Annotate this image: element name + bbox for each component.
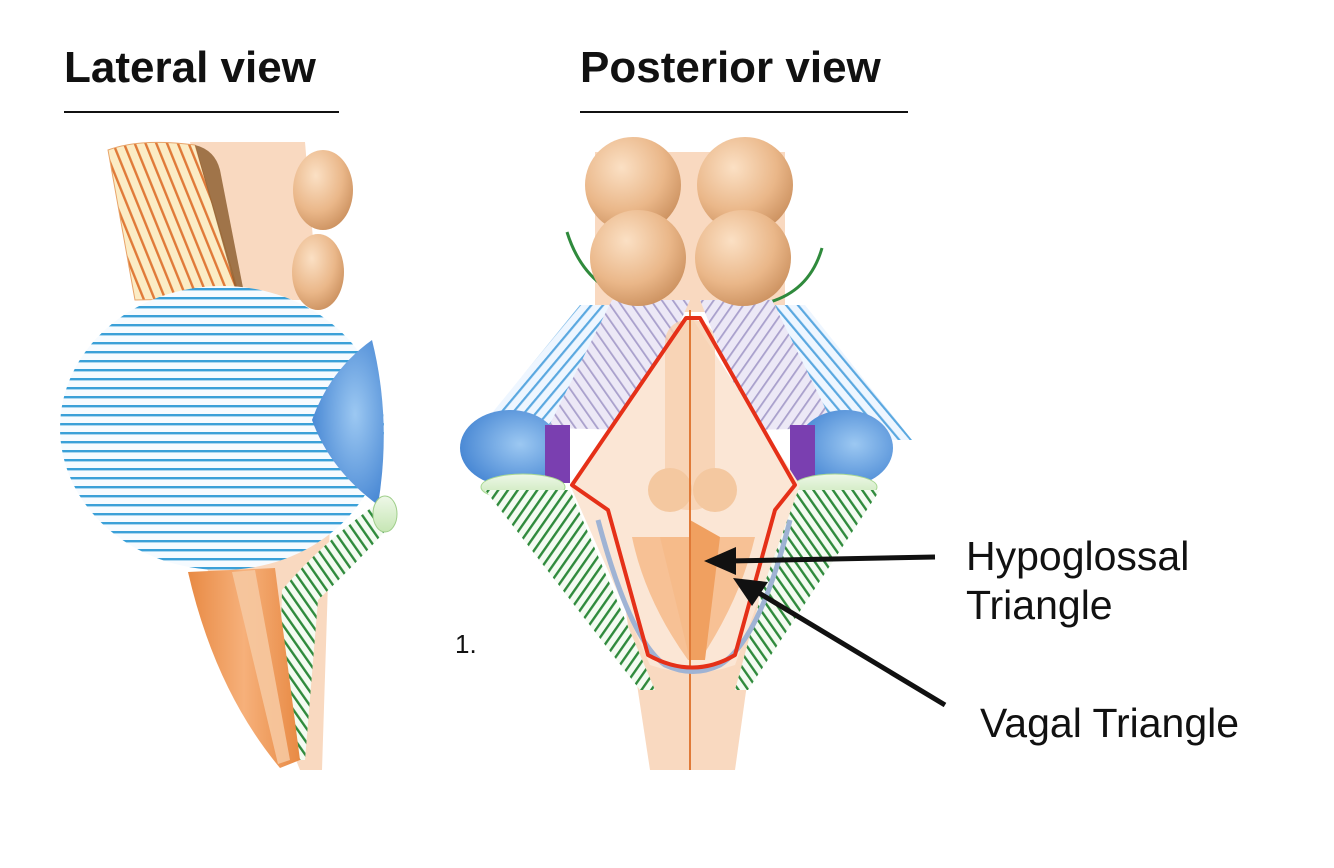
posterior-left-peduncle-cut <box>460 410 560 486</box>
posterior-superior-colliculus-right <box>697 137 793 233</box>
facial-colliculus-left <box>648 468 692 512</box>
hypoglossal-triangle-label: Hypoglossal Triangle <box>966 532 1189 630</box>
vagal-arrow <box>733 578 947 708</box>
lateral-superior-colliculus <box>293 150 353 230</box>
posterior-right-peduncle-cut <box>797 410 893 486</box>
list-marker: 1. <box>455 629 477 659</box>
posterior-right-inferior-peduncle <box>735 490 880 690</box>
lateral-view-heading: Lateral view <box>64 43 316 92</box>
posterior-right-middle-peduncle <box>775 305 912 440</box>
posterior-left-inferior-peduncle <box>485 490 655 690</box>
vagal-triangle-label: Vagal Triangle <box>980 700 1240 746</box>
posterior-inferior-colliculus-right <box>695 210 791 306</box>
posterior-inferior-colliculus-left <box>590 210 686 306</box>
hypoglossal-arrow <box>704 547 936 575</box>
lateral-peduncle-oval <box>372 495 398 533</box>
lateral-brainstem <box>60 141 398 770</box>
hypoglossal-label-line2: Triangle <box>966 582 1113 629</box>
posterior-right-superior-peduncle <box>700 300 835 430</box>
lateral-cerebellar-peduncle-cut <box>312 340 384 505</box>
lateral-heading-underline <box>64 111 339 113</box>
posterior-heading-underline <box>580 111 908 113</box>
fourth-ventricle-outline <box>570 316 797 670</box>
posterior-left-superior-peduncle <box>548 300 690 430</box>
posterior-view-heading: Posterior view <box>580 43 881 92</box>
posterior-brainstem <box>460 137 912 770</box>
posterior-left-middle-peduncle <box>470 305 610 440</box>
lateral-inferior-colliculus <box>292 234 344 310</box>
lateral-inferior-cerebellar-peduncle <box>278 505 395 760</box>
facial-colliculus-right <box>693 468 737 512</box>
hypoglossal-label-line1: Hypoglossal <box>966 533 1190 579</box>
posterior-superior-colliculus-left <box>585 137 681 233</box>
lateral-pons <box>60 286 384 570</box>
